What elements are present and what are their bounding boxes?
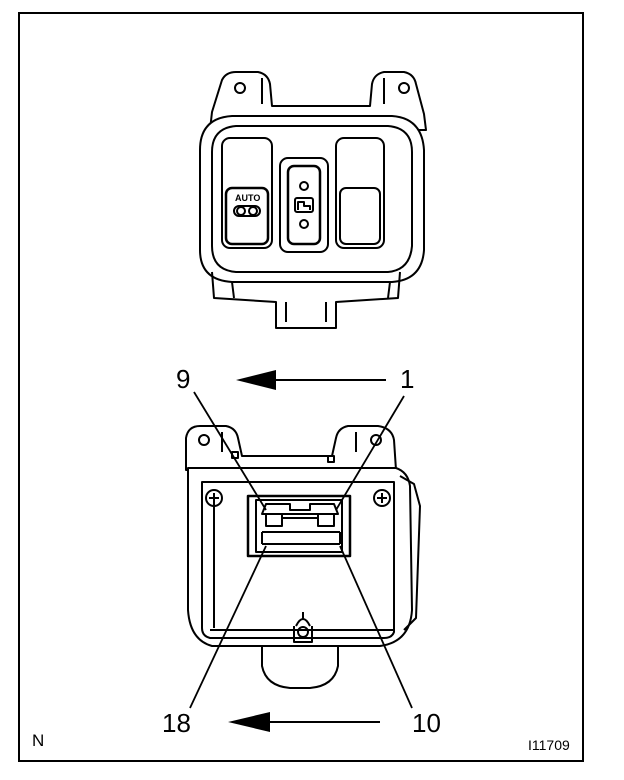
leader-pin-9 <box>193 391 267 511</box>
leader-pin-1 <box>335 395 405 511</box>
corner-letter: N <box>32 731 45 750</box>
figure-id: I11709 <box>528 737 570 753</box>
switch-assembly-rear <box>185 425 421 689</box>
leader-pin-18 <box>189 545 267 709</box>
direction-arrow-top <box>236 370 386 390</box>
pin-label-top-right: 1 <box>400 364 415 394</box>
pin-label-top-left: 9 <box>176 364 191 394</box>
auto-button-label: AUTO <box>235 193 261 203</box>
switch-assembly-front <box>199 71 427 329</box>
pin-label-bottom-right: 10 <box>412 708 441 738</box>
direction-arrow-bottom <box>228 712 380 732</box>
pin-label-bottom-left: 18 <box>162 708 191 738</box>
leader-pin-10 <box>339 545 413 709</box>
pin-leader-lines <box>189 391 413 709</box>
